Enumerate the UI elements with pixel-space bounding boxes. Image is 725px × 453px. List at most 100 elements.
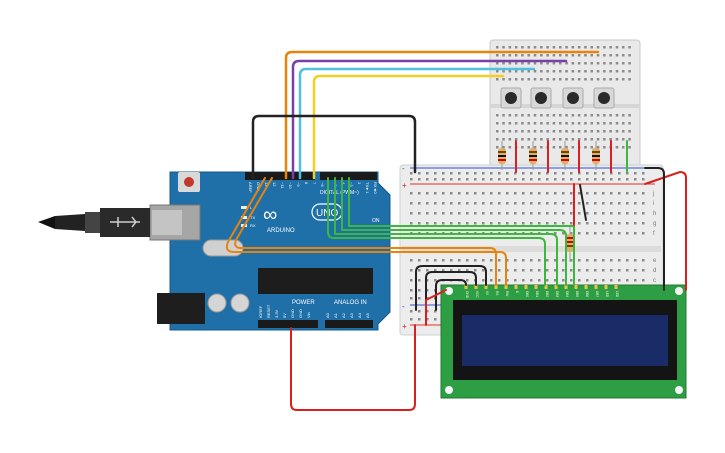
breadboard-hole <box>540 46 543 49</box>
lcd-pin <box>464 285 468 289</box>
breadboard-hole <box>603 46 606 49</box>
breadboard-hole <box>450 222 453 225</box>
breadboard-hole <box>571 78 575 81</box>
atmega-chip <box>258 268 373 294</box>
arduino-top-pin-label: ~9 <box>296 182 301 187</box>
breadboard-hole <box>458 269 461 272</box>
usb-connector-inner <box>152 210 182 235</box>
breadboard-hole <box>615 114 619 117</box>
breadboard-hole <box>498 269 501 272</box>
lcd-pin-label: VCC <box>475 291 479 298</box>
breadboard-hole <box>615 130 619 133</box>
lcd-pin-label: RW <box>505 291 509 296</box>
usb-cable-strain <box>55 214 85 231</box>
breadboard-hole <box>615 46 619 49</box>
breadboard-hole <box>626 259 629 262</box>
breadboard-hole <box>522 269 525 272</box>
breadboard-hole <box>618 202 621 205</box>
push-button-2[interactable] <box>530 87 552 109</box>
lcd-pin-label: DB1 <box>535 291 539 297</box>
usb-cable-end <box>38 216 55 229</box>
breadboard-hole <box>418 212 421 215</box>
arduino-top-pin-label: RX◄0 <box>373 182 378 195</box>
row-label-c: c <box>653 278 656 284</box>
breadboard-hole <box>642 212 645 215</box>
breadboard-hole <box>562 279 565 282</box>
lcd-pin <box>544 285 548 289</box>
breadboard-hole <box>496 146 499 149</box>
breadboard-hole <box>628 146 631 149</box>
breadboard-hole <box>490 202 493 205</box>
breadboard-hole <box>603 62 606 65</box>
breadboard-hole <box>609 130 612 133</box>
breadboard-hole <box>546 192 549 195</box>
breadboard-hole <box>615 54 619 57</box>
breadboard-hole <box>584 78 587 81</box>
breadboard-hole <box>502 54 505 57</box>
breadboard-hole <box>426 289 429 292</box>
breadboard-hole <box>634 178 637 181</box>
digital-pwm-label: DIGITAL (PWM~) <box>320 190 359 196</box>
breadboard-hole <box>578 269 581 272</box>
breadboard-hole <box>628 54 631 57</box>
breadboard-hole <box>562 269 565 272</box>
breadboard-hole <box>508 46 512 49</box>
breadboard-hole <box>466 259 469 262</box>
breadboard-hole <box>577 46 581 49</box>
breadboard-hole <box>590 114 593 117</box>
breadboard-hole <box>434 178 437 181</box>
breadboard-hole <box>458 259 461 262</box>
breadboard-hole <box>615 78 619 81</box>
led-rx-label: RX <box>250 223 256 228</box>
breadboard-hole <box>570 259 573 262</box>
bottom-rail-minus: - <box>402 302 405 311</box>
breadboard-hole <box>622 130 625 133</box>
breadboard-hole <box>527 78 530 81</box>
breadboard-hole <box>626 222 629 225</box>
led-l <box>241 206 247 209</box>
breadboard-hole <box>622 70 625 73</box>
lcd-pin-label: LED <box>615 291 619 298</box>
push-button-4[interactable] <box>593 87 615 109</box>
breadboard-hole <box>442 192 445 195</box>
breadboard-hole <box>546 178 549 181</box>
breadboard-hole <box>554 269 557 272</box>
breadboard-hole <box>559 62 562 65</box>
breadboard-hole <box>622 62 625 65</box>
breadboard-hole <box>626 202 629 205</box>
breadboard-hole <box>590 146 593 149</box>
breadboard-hole <box>482 269 485 272</box>
arduino-brand: ARDUINO <box>267 228 295 234</box>
arduino-top-pin-label: AREF <box>248 182 253 193</box>
dc-power-jack <box>157 293 205 324</box>
arduino-analog-pin-label: A4 <box>357 312 362 318</box>
breadboard-hole <box>466 178 469 181</box>
breadboard-hole <box>571 122 575 125</box>
arduino-top-pin-label: ~10 <box>288 182 293 190</box>
breadboard-hole <box>522 192 525 195</box>
breadboard-hole <box>530 202 533 205</box>
breadboard-hole <box>533 62 537 65</box>
breadboard-hole <box>498 279 501 282</box>
push-button-1[interactable] <box>500 87 522 109</box>
breadboard-hole <box>584 130 587 133</box>
breadboard-hole <box>618 259 621 262</box>
breadboard-hole <box>609 114 612 117</box>
usb-cable <box>38 208 150 237</box>
breadboard-hole <box>586 232 589 235</box>
breadboard-hole <box>522 279 525 282</box>
breadboard-hole <box>626 232 629 235</box>
wire-green-lcd-2 <box>334 177 558 286</box>
breadboard-hole <box>615 146 619 149</box>
breadboard-hole <box>618 192 621 195</box>
breadboard-hole <box>418 279 421 282</box>
breadboard-hole <box>538 222 541 225</box>
reset-button-cap[interactable] <box>184 177 194 187</box>
wire-yellow-button-4 <box>312 74 505 180</box>
breadboard-hole <box>474 172 477 175</box>
push-button-3[interactable] <box>562 87 584 109</box>
resistor-contrast <box>566 225 574 262</box>
breadboard-hole <box>496 46 499 49</box>
breadboard-hole <box>559 70 562 73</box>
breadboard-hole <box>514 259 517 262</box>
